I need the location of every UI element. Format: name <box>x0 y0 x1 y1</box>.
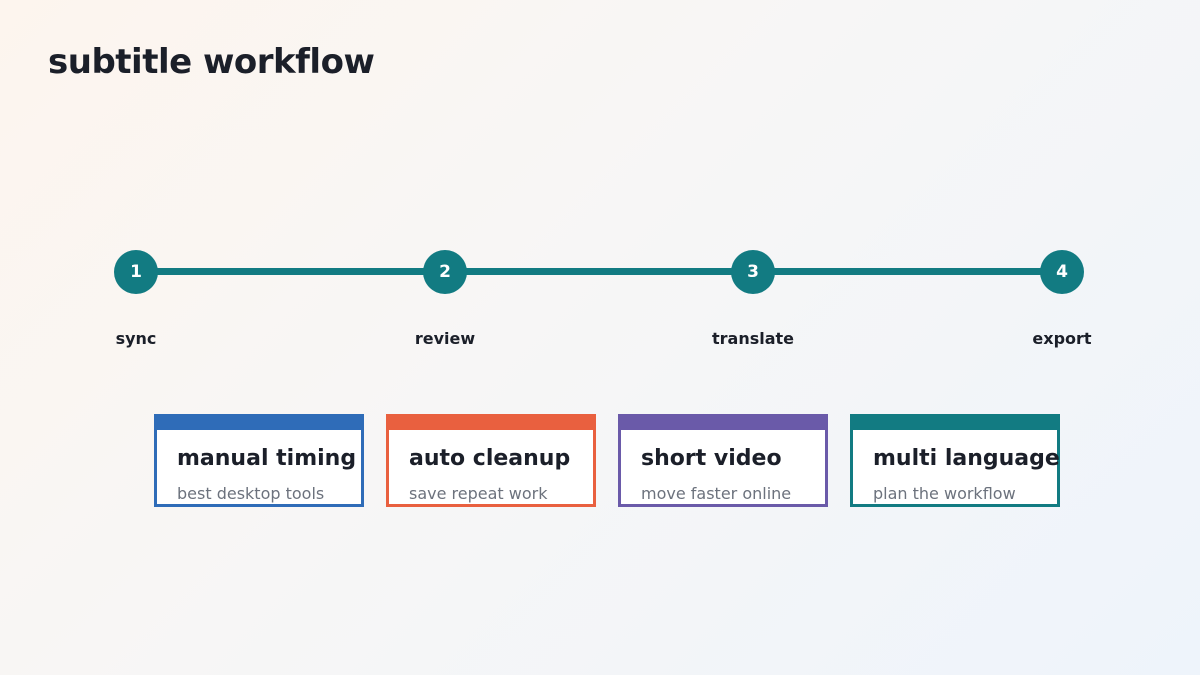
card-subtitle: best desktop tools <box>177 484 325 503</box>
step-2-label: review <box>414 329 476 348</box>
card-auto-cleanup: auto cleanup save repeat work <box>386 414 596 507</box>
step-1-number: 1 <box>130 262 142 282</box>
card-subtitle: plan the workflow <box>873 484 1016 503</box>
card-manual-timing: manual timing best desktop tools <box>154 414 364 507</box>
step-3-number: 3 <box>747 262 759 282</box>
timeline-connector-line <box>136 268 1062 275</box>
card-subtitle: move faster online <box>641 484 792 503</box>
step-3-label: translate <box>711 329 795 348</box>
card-title: multi language <box>873 446 1060 471</box>
card-multi-language: multi language plan the workflow <box>850 414 1060 507</box>
step-4-number: 4 <box>1056 262 1068 282</box>
card-title: short video <box>641 446 782 471</box>
step-2-number: 2 <box>439 262 451 282</box>
step-1-marker: 1 <box>114 250 158 294</box>
card-title: auto cleanup <box>409 446 571 471</box>
page-title: subtitle workflow <box>48 42 375 82</box>
step-4-label: export <box>1032 329 1092 348</box>
step-4-marker: 4 <box>1040 250 1084 294</box>
step-3-marker: 3 <box>731 250 775 294</box>
card-subtitle: save repeat work <box>409 484 548 503</box>
step-2-marker: 2 <box>423 250 467 294</box>
step-1-label: sync <box>115 329 157 348</box>
card-title: manual timing <box>177 446 357 471</box>
card-short-video: short video move faster online <box>618 414 828 507</box>
